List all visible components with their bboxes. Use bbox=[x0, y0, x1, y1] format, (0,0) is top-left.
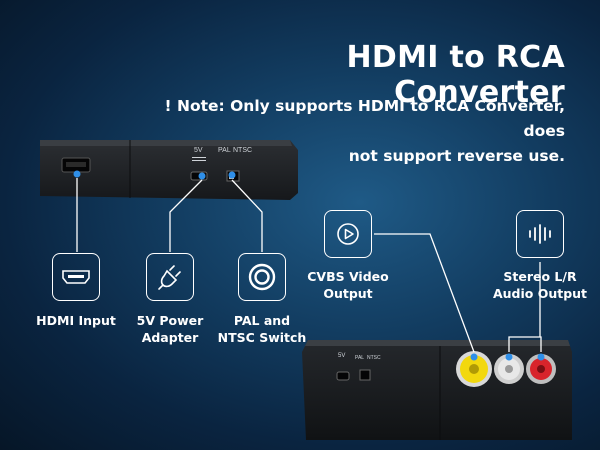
note-line-2: not support reverse use. bbox=[348, 147, 565, 165]
hdmi-port-pins bbox=[66, 162, 86, 167]
bottom-ntsc-label: NTSC bbox=[367, 355, 381, 361]
hdmi-pointer-dot bbox=[73, 170, 81, 178]
callout-lines bbox=[76, 178, 542, 353]
pal-ntsc-label-line2: NTSC Switch bbox=[217, 330, 307, 345]
top-pal-label: PAL bbox=[218, 147, 231, 154]
power-adapter-icon-box bbox=[146, 253, 194, 301]
power-plug-icon bbox=[158, 265, 181, 290]
top-ntsc-label: NTSC bbox=[233, 147, 253, 154]
audio-output-label: Stereo L/R Audio Output bbox=[488, 268, 592, 302]
power-adapter-label-line2: Adapter bbox=[141, 330, 199, 345]
switch-toggle-icon bbox=[248, 263, 276, 291]
bottom-switch bbox=[359, 369, 371, 381]
audio-left-pointer-dot bbox=[505, 353, 513, 361]
top-5v-underline bbox=[192, 157, 206, 158]
cvbs-video-label-line1: CVBS Video bbox=[307, 269, 389, 284]
switch-callout-line bbox=[231, 179, 263, 252]
top-device-edge bbox=[40, 140, 292, 146]
cvbs-video-icon-box bbox=[324, 210, 372, 258]
hdmi-input-icon-box bbox=[52, 253, 100, 301]
page-title: HDMI to RCA Converter bbox=[346, 40, 565, 110]
rca-white-jack bbox=[494, 354, 524, 384]
hdmi-port-icon bbox=[62, 270, 90, 284]
power-adapter-label: 5V Power Adapter bbox=[120, 312, 220, 346]
audio-output-label-line1: Stereo L/R bbox=[503, 269, 577, 284]
bottom-device-edge bbox=[305, 340, 570, 346]
hdmi-input-label: HDMI Input bbox=[26, 312, 126, 329]
audio-output-label-line2: Audio Output bbox=[492, 286, 588, 301]
audio-right-pointer-dot bbox=[537, 353, 545, 361]
cvbs-video-label-line2: Output bbox=[323, 286, 373, 301]
pal-ntsc-label: PAL and NTSC Switch bbox=[212, 312, 312, 346]
video-pointer-dot bbox=[470, 353, 478, 361]
top-5v-label: 5V bbox=[194, 147, 203, 154]
usage-note: ! Note: Only supports HDMI to RCA Conver… bbox=[150, 94, 565, 169]
video-callout-line bbox=[374, 233, 475, 353]
top-5v-underline-2 bbox=[192, 160, 206, 161]
audio-callout-bracket bbox=[508, 336, 542, 352]
cvbs-video-label: CVBS Video Output bbox=[298, 268, 398, 302]
power-adapter-label-line1: 5V Power bbox=[136, 313, 204, 328]
bottom-power-port bbox=[336, 371, 350, 381]
bottom-5v-label: 5V bbox=[338, 353, 346, 359]
audio-output-icon-box bbox=[516, 210, 564, 258]
power-callout-line bbox=[169, 179, 203, 252]
rca-yellow-jack bbox=[456, 351, 492, 387]
hdmi-input-label-line1: HDMI Input bbox=[36, 313, 116, 328]
pal-ntsc-label-line1: PAL and bbox=[233, 313, 291, 328]
pal-ntsc-icon-box bbox=[238, 253, 286, 301]
audio-wave-icon bbox=[529, 224, 551, 244]
bottom-pal-label: PAL bbox=[355, 355, 365, 361]
top-device-body bbox=[40, 140, 298, 200]
note-line-1: ! Note: Only supports HDMI to RCA Conver… bbox=[164, 97, 565, 140]
rca-red-jack bbox=[526, 354, 556, 384]
play-video-icon bbox=[337, 223, 359, 245]
switch-pointer-dot bbox=[228, 171, 236, 179]
power-pointer-dot bbox=[198, 172, 206, 180]
